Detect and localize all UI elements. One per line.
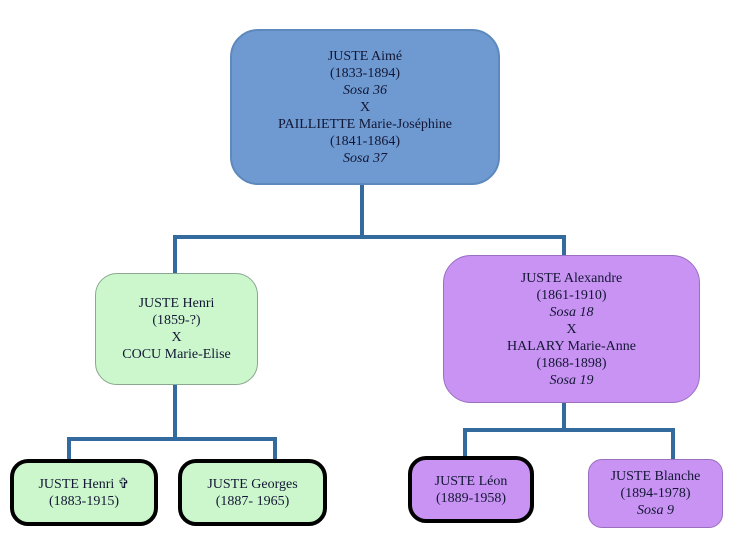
connector-gen2-right-a-down	[463, 428, 467, 458]
person-node-juste-blanche[interactable]: JUSTE Blanche (1894-1978) Sosa 9	[588, 459, 723, 528]
person-node-juste-leon[interactable]: JUSTE Léon (1889-1958)	[408, 456, 534, 523]
connector-root-down	[360, 184, 364, 239]
person-dates: (1859-?)	[152, 313, 201, 328]
connector-gen1-right-down	[562, 235, 566, 257]
spouse-sosa: Sosa 37	[343, 150, 387, 166]
spouse-dates: (1868-1898)	[536, 355, 607, 371]
person-name: JUSTE Henri ✞	[38, 476, 130, 492]
person-dates: (1833-1894)	[330, 65, 400, 81]
person-sosa: Sosa 18	[549, 304, 594, 320]
connector-gen1-horizontal	[173, 235, 566, 239]
person-name: JUSTE Léon	[434, 473, 508, 489]
union-mark: X	[566, 321, 577, 337]
person-name: JUSTE Henri	[138, 296, 215, 311]
person-dates: (1889-1958)	[436, 490, 506, 506]
connector-gen2-right-horizontal	[463, 428, 675, 432]
person-node-juste-aime[interactable]: JUSTE Aimé (1833-1894) Sosa 36 X PAILLIE…	[230, 29, 500, 185]
person-node-juste-henri-parent[interactable]: JUSTE Henri (1859-?) X COCU Marie-Elise	[95, 273, 258, 385]
spouse-name: COCU Marie-Elise	[122, 347, 231, 362]
connector-henri-down	[173, 384, 177, 441]
person-sosa: Sosa 9	[637, 503, 674, 518]
spouse-name: HALARY Marie-Anne	[507, 338, 636, 354]
person-name: JUSTE Georges	[207, 476, 298, 492]
connector-gen2-left-horizontal	[67, 437, 277, 441]
connector-alexandre-down	[562, 402, 566, 430]
person-dates: (1894-1978)	[620, 486, 691, 501]
connector-gen1-left-down	[173, 235, 177, 275]
person-node-juste-georges[interactable]: JUSTE Georges (1887- 1965)	[178, 459, 327, 526]
union-mark: X	[171, 330, 182, 345]
person-dates: (1883-1915)	[49, 493, 119, 509]
person-dates: (1887- 1965)	[215, 493, 290, 509]
person-dates: (1861-1910)	[536, 287, 607, 303]
person-sosa: Sosa 36	[343, 82, 387, 98]
person-name: JUSTE Blanche	[610, 469, 701, 484]
spouse-dates: (1841-1864)	[330, 133, 400, 149]
connector-gen2-left-a-down	[67, 437, 71, 461]
person-node-juste-alexandre[interactable]: JUSTE Alexandre (1861-1910) Sosa 18 X HA…	[443, 255, 700, 403]
spouse-name: PAILLIETTE Marie-Joséphine	[277, 116, 453, 132]
connector-gen2-right-b-down	[671, 428, 675, 461]
person-node-juste-henri-child[interactable]: JUSTE Henri ✞ (1883-1915)	[10, 459, 158, 526]
union-mark: X	[359, 99, 371, 115]
spouse-sosa: Sosa 19	[549, 372, 594, 388]
person-name: JUSTE Alexandre	[520, 270, 623, 286]
connector-gen2-left-b-down	[273, 437, 277, 461]
person-name: JUSTE Aimé	[327, 48, 403, 64]
